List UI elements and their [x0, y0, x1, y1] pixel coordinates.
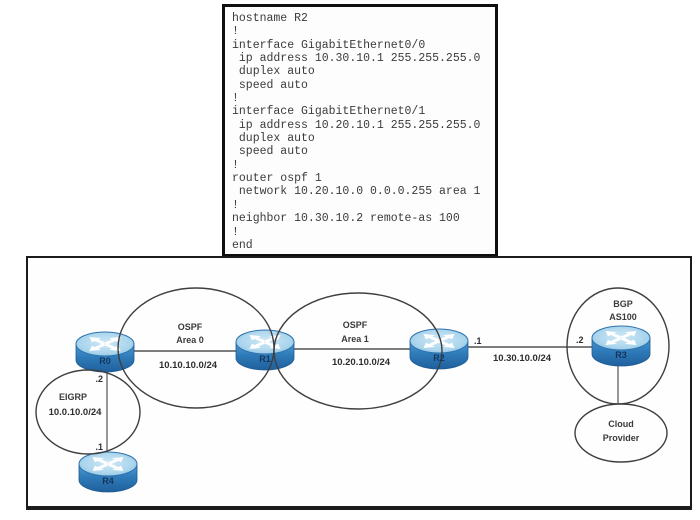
ospf-area1-subtitle: Area 1: [341, 334, 369, 344]
router-icon-r1: [235, 329, 295, 371]
router-label-r2: R2: [433, 353, 445, 363]
router-label-r0: R0: [99, 356, 111, 366]
eigrp-ellipse: [35, 369, 141, 455]
network-label-10-10-10-0: 10.10.10.0/24: [159, 360, 218, 371]
ip-label-r4: .1: [95, 442, 103, 452]
bgp-title: BGP: [613, 299, 633, 309]
router-label-r4: R4: [102, 476, 114, 486]
router-icon-r3: [591, 325, 651, 367]
cloud-provider-ellipse: [574, 403, 668, 463]
network-label-10-0-10-0: 10.0.10.0/24: [49, 407, 103, 418]
network-label-10-30-10-0: 10.30.10.0/24: [493, 353, 552, 364]
router-icon-r4: [78, 451, 138, 493]
bgp-subtitle: AS100: [609, 312, 637, 322]
topology-canvas: R0 R1 R2 R3 R4 OSPF Area 0 10.10.10.0/24…: [35, 287, 670, 493]
ip-label-r2-gi0-0: .1: [474, 336, 482, 346]
network-label-10-20-10-0: 10.20.10.0/24: [332, 357, 391, 368]
router-config-text: hostname R2 ! interface GigabitEthernet0…: [232, 12, 481, 252]
ospf-area0-subtitle: Area 0: [176, 335, 204, 345]
ip-label-r0: .2: [95, 374, 103, 384]
cloud-provider-title: Cloud: [608, 419, 634, 429]
ip-label-r3: .2: [576, 335, 584, 345]
ospf-area0-title: OSPF: [178, 322, 203, 332]
network-topology-diagram: R0 R1 R2 R3 R4 OSPF Area 0 10.10.10.0/24…: [26, 256, 692, 510]
router-label-r3: R3: [615, 350, 627, 360]
cloud-provider-subtitle: Provider: [603, 433, 640, 443]
router-config-panel: hostname R2 ! interface GigabitEthernet0…: [222, 4, 498, 257]
router-label-r1: R1: [259, 354, 271, 364]
ospf-area1-title: OSPF: [343, 320, 368, 330]
eigrp-title: EIGRP: [59, 392, 87, 402]
router-icon-r0: [75, 331, 135, 373]
ospf-area1-ellipse: [273, 292, 443, 410]
